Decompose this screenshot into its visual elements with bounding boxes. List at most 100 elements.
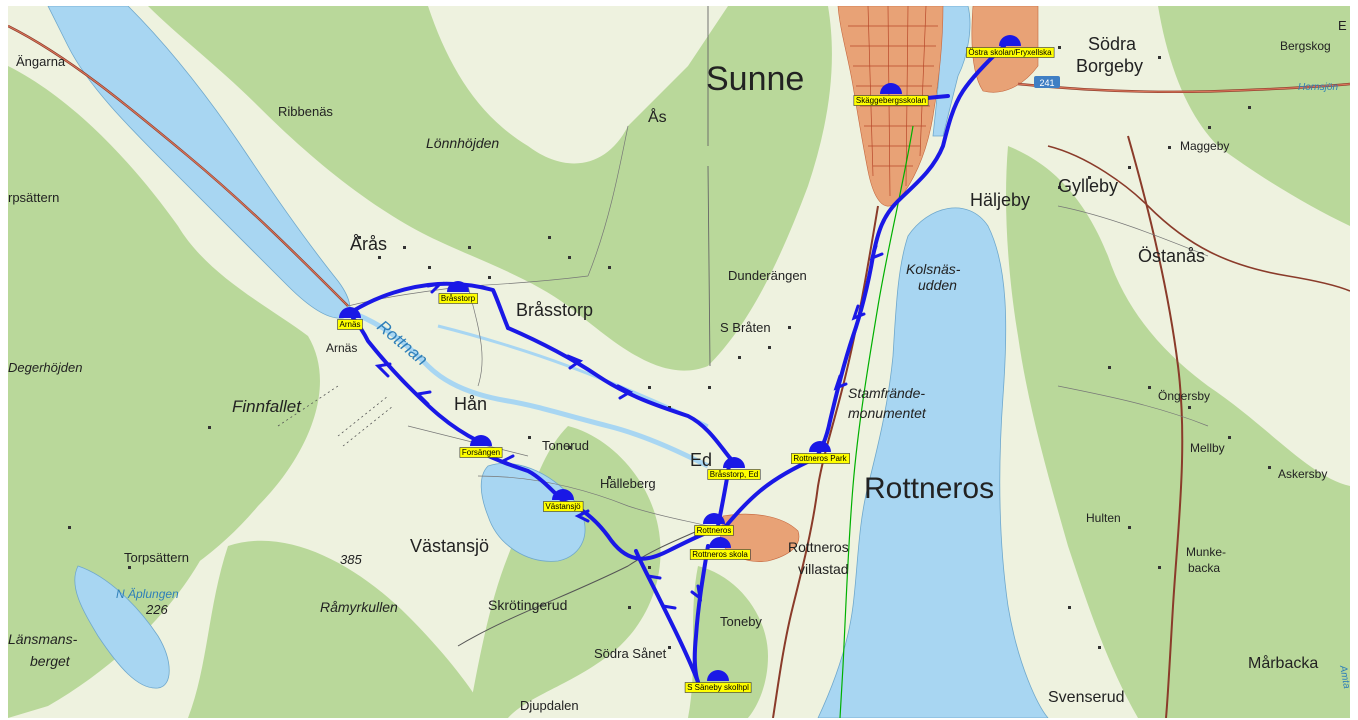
bus-stop[interactable]: Västansjö — [543, 489, 584, 512]
bus-stop-marker-icon[interactable] — [723, 457, 745, 468]
bus-stop-marker-icon[interactable] — [999, 35, 1021, 46]
road-skrotingerud — [457, 525, 709, 647]
label-kolsnas-1: Kolsnäs- — [906, 261, 961, 277]
label-tonerud: Tonerud — [542, 438, 589, 453]
bus-stop-label-background — [337, 319, 363, 330]
bus-stop-label: Bråsstorp, Ed — [710, 470, 758, 479]
label-hornsjon: Hornsjön — [1298, 82, 1338, 93]
road-shield-241: 241 — [1034, 76, 1060, 88]
label-gylleby: Gylleby — [1058, 176, 1118, 196]
label-lonnhojden: Lönnhöjden — [426, 135, 499, 151]
houses — [68, 36, 1271, 649]
bus-stop[interactable]: Rottneros Park — [791, 441, 850, 464]
label-han: Hån — [454, 394, 487, 414]
bus-stop[interactable]: Östra skolan/Fryxellska — [966, 35, 1055, 58]
place-labels: Sunne Rottneros Bråsstorp Årås Hån Västa… — [8, 18, 1350, 713]
lakes — [47, 6, 1049, 718]
bus-stop-marker-icon[interactable] — [703, 513, 725, 524]
label-skrotingerud: Skrötingerud — [488, 597, 567, 613]
route-arrow-icon — [645, 574, 662, 588]
bus-stop-marker-icon[interactable] — [880, 83, 902, 94]
label-stamfrande-2: monumentet — [848, 405, 927, 421]
label-sunne: Sunne — [706, 60, 804, 98]
route-saneby-return — [634, 549, 700, 684]
label-mellby: Mellby — [1190, 441, 1225, 455]
label-finnfallet: Finnfallet — [232, 397, 302, 416]
label-arnas: Arnäs — [326, 341, 357, 355]
label-lansmans-1: Länsmans- — [8, 631, 78, 647]
bus-stop-label-background — [684, 682, 752, 693]
cycle-path — [839, 125, 914, 718]
label-angarna: Ängarna — [16, 54, 66, 69]
route-arrow-icon — [833, 374, 848, 391]
bus-stop-label: Rottneros skola — [692, 550, 748, 559]
route-arrow-icon — [869, 244, 884, 261]
road-shield-label: 241 — [1039, 78, 1054, 88]
label-degerhojden: Degerhöjden — [8, 360, 82, 375]
bus-stop[interactable]: Rottneros — [694, 513, 734, 536]
label-munkebacka-1: Munke- — [1186, 545, 1226, 559]
lake-fryken-main — [817, 207, 1049, 718]
power-lines-west — [277, 385, 394, 447]
bus-stop-label-background — [459, 447, 503, 458]
bus-stop[interactable]: Bråsstorp — [438, 281, 478, 304]
bus-stop-label: Arnäs — [340, 320, 361, 329]
bus-stops: Östra skolan/FryxellskaSkäggebergsskolan… — [337, 35, 1055, 693]
bus-stop-marker-icon[interactable] — [709, 537, 731, 548]
bus-stop-marker-icon[interactable] — [707, 670, 729, 681]
bus-stop-label-background — [707, 469, 761, 480]
label-rpsattern: rpsättern — [8, 190, 59, 205]
label-bergskog: Bergskog — [1280, 39, 1331, 53]
label-sodra: Södra — [1088, 34, 1137, 54]
bus-stop-label-background — [853, 95, 929, 106]
bus-stop-label-background — [694, 525, 734, 536]
label-sodra-saneby: Södra Sånet — [594, 646, 667, 661]
label-lansmans-2: berget — [30, 653, 71, 669]
bus-stop-label-background — [689, 549, 751, 560]
label-kolsnas-2: udden — [918, 277, 957, 293]
bus-stop-marker-icon[interactable] — [470, 435, 492, 446]
bus-stop-label-background — [791, 453, 850, 464]
route-sunne-rottneros — [724, 44, 1006, 528]
bus-stop-marker-icon[interactable] — [339, 307, 361, 318]
label-halleberg: Hälleberg — [600, 476, 656, 491]
bus-stop[interactable]: Skäggebergsskolan — [853, 83, 929, 106]
bus-stop-label: Skäggebergsskolan — [856, 96, 926, 105]
river-rottnan — [347, 308, 710, 469]
label-rottneros-villastad-1: Rottneros — [788, 539, 849, 555]
map-canvas: 241 Sunne Rottneros Bråsstorp Årås Hån V… — [8, 6, 1350, 718]
label-ed: Ed — [690, 450, 712, 470]
label-stamfrande-1: Stamfrände- — [848, 385, 925, 401]
label-dunderangen: Dunderängen — [728, 268, 807, 283]
bus-stop[interactable]: Rottneros skola — [689, 537, 751, 560]
label-maggeby: Maggeby — [1180, 139, 1229, 153]
bus-stop[interactable]: Arnäs — [337, 307, 363, 330]
route-arrow-icon — [616, 384, 634, 400]
bus-stop[interactable]: Forsängen — [459, 435, 503, 458]
route-map[interactable]: 241 Sunne Rottneros Bråsstorp Årås Hån V… — [8, 6, 1350, 718]
river-rottnan-branch — [437, 324, 709, 428]
bus-stop-marker-icon[interactable] — [447, 281, 469, 292]
label-haljeby: Häljeby — [970, 190, 1030, 210]
bus-stop-label: Östra skolan/Fryxellska — [968, 48, 1052, 57]
route-arrow-icon — [566, 354, 584, 370]
label-torpsattern: Torpsättern — [124, 550, 189, 565]
bus-stop-label: Bråsstorp — [441, 294, 476, 303]
bus-stop-label-background — [543, 501, 584, 512]
label-vastansjo: Västansjö — [410, 536, 489, 556]
bus-stop-marker-icon[interactable] — [552, 489, 574, 500]
label-rottneros: Rottneros — [864, 472, 994, 505]
label-ongersby: Öngersby — [1158, 389, 1210, 403]
bus-stop-label: Västansjö — [545, 502, 581, 511]
label-askersby: Askersby — [1278, 467, 1327, 481]
label-n-aplungen: N Äplungen — [116, 587, 179, 601]
bus-stop[interactable]: Bråsstorp, Ed — [707, 457, 761, 480]
route-arrow-icon — [690, 584, 703, 602]
bus-stop-label: S Säneby skolhpl — [687, 683, 749, 692]
bus-stop-marker-icon[interactable] — [809, 441, 831, 452]
bus-stop-label-background — [438, 293, 478, 304]
label-hulten: Hulten — [1086, 511, 1121, 525]
label-s-braten: S Bråten — [720, 320, 771, 335]
bus-stop[interactable]: S Säneby skolhpl — [684, 670, 752, 693]
route-arrow-icon — [414, 390, 432, 406]
